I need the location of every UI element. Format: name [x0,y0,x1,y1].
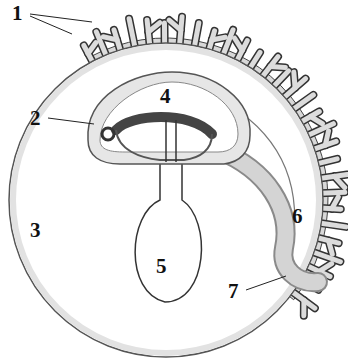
villus [235,38,243,50]
villus [249,52,260,69]
embryo-head [102,128,114,140]
villus [160,23,168,45]
villus-fill [103,37,117,40]
villus [311,117,323,124]
villus-fill [294,72,295,88]
villus-fill [235,38,243,50]
body-stalk-outline [218,150,318,282]
villus-fill [169,20,181,30]
villus-fill [270,66,285,67]
villus-fill [88,43,96,54]
leader-line [246,276,286,290]
villus-fill [332,197,339,209]
yolk-sac [135,162,201,302]
callout-number: 6 [292,206,303,227]
villus-fill [148,23,160,32]
villus-fill [311,117,323,124]
villus-fill [319,223,346,227]
yolk-stalk [165,120,167,162]
villus-fill [334,176,344,187]
embryo-body [116,130,212,160]
villus [270,66,285,67]
villus [292,95,313,110]
villus [103,37,117,40]
villus [194,23,199,48]
villus [321,192,345,193]
villus [317,159,337,164]
villus-fill [162,23,167,45]
callout-number: 1 [12,3,23,24]
callout-number: 2 [30,108,41,129]
embryo [116,117,212,134]
villus [223,30,233,56]
villus-fill [329,241,333,255]
villus-fill [223,30,233,56]
villus-fill [312,252,340,262]
villus-fill [273,71,289,88]
villus [319,264,331,272]
amnion [88,72,250,164]
body-stalk [218,150,318,282]
villus [312,252,340,262]
villus-fill [212,37,225,40]
villus-fill [321,192,345,193]
villus-fill [301,300,306,315]
villus-fill [194,23,199,48]
villus [325,131,328,145]
callout-number: 5 [156,256,167,277]
leader-line [30,14,92,22]
yolk-stalk [175,120,177,162]
callout-number: 7 [228,281,239,302]
villus-fill [319,264,331,272]
villus-fill [317,159,337,164]
villus [294,72,295,88]
villus-fill [325,131,328,145]
chorion-stipple [13,47,319,353]
leader-line [48,118,94,124]
callout-number: 4 [160,86,171,107]
villus-fill [129,19,135,48]
villus [319,223,346,227]
villus [212,37,225,40]
villus-fill [249,52,260,69]
chorion [9,43,323,357]
villus [129,19,135,48]
villus [273,71,289,88]
villus-fill [292,95,313,110]
villus [88,43,96,54]
callout-number: 3 [30,220,41,241]
